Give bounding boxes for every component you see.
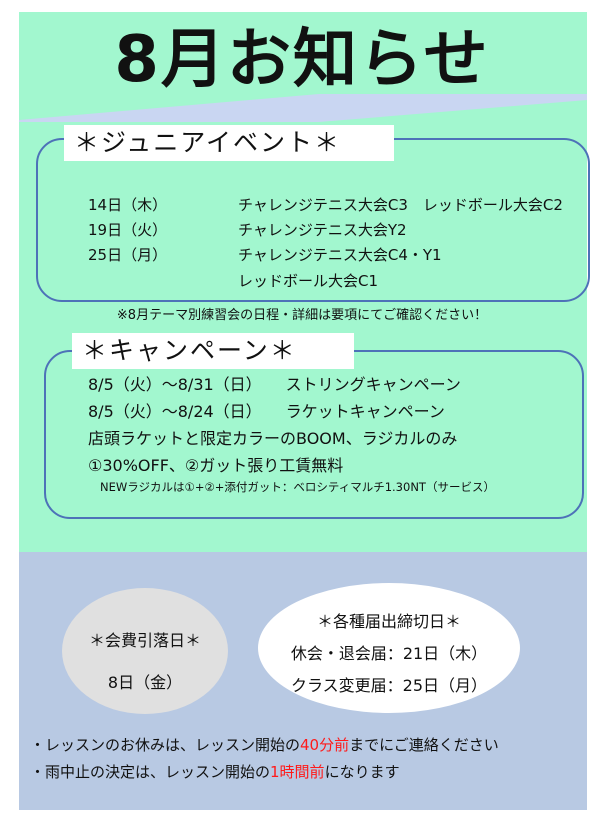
- event-detail: チャレンジテニス大会C4・Y1: [238, 246, 442, 264]
- fee-heading: ＊会費引落日＊: [88, 631, 201, 650]
- campaign-heading: ＊キャンペーン＊: [72, 333, 354, 369]
- notice-rain-cancel: ・雨中止の決定は、レッスン開始の1時間前になります: [30, 761, 400, 782]
- deadline-circle: [258, 583, 520, 713]
- notice-highlight: 1時間前: [270, 763, 325, 781]
- event-detail: チャレンジテニス大会C3 レッドボール大会C2: [238, 196, 563, 214]
- notice-text: ・雨中止の決定は、レッスン開始の: [30, 763, 271, 781]
- event-detail: チャレンジテニス大会Y2: [238, 221, 407, 239]
- notice-text: までにご連絡ください: [349, 736, 499, 754]
- deadline-heading: ＊各種届出締切日＊: [316, 612, 461, 631]
- title-underline-stripe: [19, 94, 587, 122]
- event-date: 19日（火）: [88, 221, 168, 239]
- fee-date: 8日（金）: [107, 673, 183, 692]
- junior-event-heading: ＊ジュニアイベント＊: [64, 125, 394, 161]
- deadline-line: クラス変更届：25日（月）: [290, 676, 488, 695]
- notice-highlight: 40分前: [300, 736, 350, 754]
- campaign-small-note: NEWラジカルは①+②+添付ガット：ベロシティマルチ1.30NT（サービス）: [100, 480, 495, 494]
- deadline-line: 休会・退会届：21日（木）: [290, 644, 488, 663]
- notice-text: になります: [324, 763, 400, 781]
- campaign-line: 店頭ラケットと限定カラーのBOOM、ラジカルのみ: [88, 429, 458, 448]
- page-title: 8月お知らせ: [114, 23, 490, 97]
- event-date: 25日（月）: [88, 246, 168, 264]
- campaign-line: 8/5（火）～8/31（日） ストリングキャンペーン: [88, 375, 461, 394]
- notice-text: ・レッスンのお休みは、レッスン開始の: [30, 736, 301, 754]
- practice-note: ※8月テーマ別練習会の日程・詳細は要項にてご確認ください！: [116, 308, 488, 323]
- notice-lesson-absence: ・レッスンのお休みは、レッスン開始の40分前までにご連絡ください: [30, 734, 499, 755]
- campaign-line: 8/5（火）～8/24（日） ラケットキャンペーン: [88, 402, 445, 421]
- fee-date-circle: [62, 588, 228, 714]
- event-date: 14日（木）: [88, 196, 168, 214]
- event-detail: レッドボール大会C1: [238, 272, 379, 290]
- campaign-line: ①30%OFF、②ガット張り工賃無料: [88, 456, 344, 475]
